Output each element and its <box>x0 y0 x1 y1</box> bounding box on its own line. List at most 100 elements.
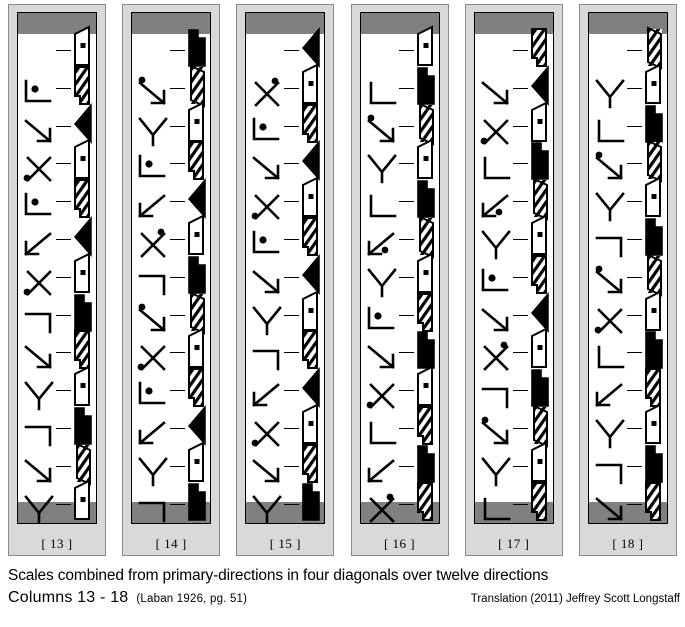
staff-row[interactable] <box>361 323 439 383</box>
staff-row[interactable] <box>475 361 553 421</box>
staff-row[interactable] <box>246 323 324 383</box>
notation-symbol-white-dot-icon <box>72 137 94 183</box>
staff-row[interactable] <box>475 399 553 459</box>
staff-row[interactable] <box>361 21 439 81</box>
column-label-15: [ 15 ] <box>269 536 301 551</box>
staff-row[interactable] <box>132 172 210 232</box>
staff-row[interactable] <box>361 286 439 346</box>
staff-row[interactable] <box>246 399 324 459</box>
staff-row[interactable] <box>475 323 553 383</box>
staff-row[interactable] <box>132 323 210 383</box>
staff-row[interactable] <box>132 134 210 194</box>
staff-row[interactable] <box>132 475 210 523</box>
notation-symbol-hatch-tri-icon <box>415 213 437 259</box>
staff-tick-line <box>512 465 528 467</box>
column-staff-17 <box>473 12 554 524</box>
staff-row[interactable] <box>132 437 210 497</box>
staff-row[interactable] <box>18 248 96 308</box>
staff-row[interactable] <box>589 399 667 459</box>
staff-row[interactable] <box>18 172 96 232</box>
notation-symbol-hatch-tri-icon <box>643 24 665 70</box>
staff-row[interactable] <box>361 361 439 421</box>
staff-row[interactable] <box>18 437 96 497</box>
staff-row[interactable] <box>589 172 667 232</box>
staff-row[interactable] <box>132 97 210 157</box>
column-card-14[interactable]: [ 14 ] <box>122 4 221 556</box>
staff-row[interactable] <box>132 59 210 119</box>
staff-row[interactable] <box>246 59 324 119</box>
staff-tick-line <box>398 50 414 51</box>
staff-row[interactable] <box>589 210 667 270</box>
staff-row[interactable] <box>475 134 553 194</box>
staff-row[interactable] <box>475 97 553 157</box>
staff-row[interactable] <box>246 21 324 81</box>
staff-row[interactable] <box>475 286 553 346</box>
staff-row[interactable] <box>132 248 210 308</box>
caption-title: Scales combined from primary-directions … <box>8 567 549 584</box>
staff-tick-line <box>512 503 528 505</box>
staff-row[interactable] <box>589 59 667 119</box>
staff-row[interactable] <box>361 134 439 194</box>
staff-row[interactable] <box>246 286 324 346</box>
staff-row[interactable] <box>589 286 667 346</box>
staff-row[interactable] <box>361 59 439 119</box>
column-card-16[interactable]: [ 16 ] <box>350 4 449 556</box>
notation-symbol-white-dot-icon <box>72 24 94 70</box>
staff-row[interactable] <box>361 210 439 270</box>
staff-row[interactable] <box>18 475 96 523</box>
staff-rows <box>589 13 667 523</box>
staff-row[interactable] <box>246 437 324 497</box>
staff-row[interactable] <box>589 97 667 157</box>
staff-row[interactable] <box>589 361 667 421</box>
figure-caption: Scales combined from primary-directions … <box>8 566 680 610</box>
staff-row[interactable] <box>132 21 210 81</box>
staff-row[interactable] <box>475 59 553 119</box>
staff-row[interactable] <box>361 248 439 308</box>
staff-row[interactable] <box>246 172 324 232</box>
column-card-13[interactable]: [ 13 ] <box>8 4 106 556</box>
staff-row[interactable] <box>589 475 667 523</box>
staff-tick-line <box>284 314 300 316</box>
staff-row[interactable] <box>361 475 439 523</box>
staff-tick-line <box>284 239 300 240</box>
staff-row[interactable] <box>361 172 439 232</box>
staff-row[interactable] <box>132 399 210 459</box>
staff-row[interactable] <box>18 323 96 383</box>
staff-row[interactable] <box>18 59 96 119</box>
staff-row[interactable] <box>475 475 553 523</box>
staff-row[interactable] <box>589 134 667 194</box>
staff-row[interactable] <box>246 361 324 421</box>
staff-row[interactable] <box>475 248 553 308</box>
staff-row[interactable] <box>246 475 324 523</box>
notation-symbol-white-dot-icon <box>643 402 665 448</box>
staff-row[interactable] <box>132 286 210 346</box>
staff-row[interactable] <box>132 361 210 421</box>
staff-row[interactable] <box>18 210 96 270</box>
staff-row[interactable] <box>361 399 439 459</box>
staff-row[interactable] <box>18 97 96 157</box>
staff-tick-line <box>512 314 528 316</box>
staff-row[interactable] <box>246 97 324 157</box>
staff-rows <box>361 13 439 523</box>
staff-tick-line <box>398 503 414 505</box>
column-card-15[interactable]: [ 15 ] <box>236 4 335 556</box>
staff-row[interactable] <box>18 21 96 81</box>
column-card-17[interactable]: [ 17 ] <box>464 4 563 556</box>
staff-row[interactable] <box>132 210 210 270</box>
staff-row[interactable] <box>475 437 553 497</box>
staff-row[interactable] <box>589 248 667 308</box>
column-card-18[interactable]: [ 18 ] <box>578 4 677 556</box>
staff-row[interactable] <box>18 399 96 459</box>
staff-row[interactable] <box>18 134 96 194</box>
staff-row[interactable] <box>246 134 324 194</box>
staff-row[interactable] <box>475 21 553 81</box>
staff-row[interactable] <box>246 210 324 270</box>
staff-tick-line <box>284 352 300 354</box>
staff-row[interactable] <box>589 21 667 81</box>
staff-row[interactable] <box>361 437 439 497</box>
staff-row[interactable] <box>475 210 553 270</box>
direction-glyph-wye2-icon <box>20 489 58 523</box>
staff-row[interactable] <box>246 248 324 308</box>
direction-glyph-cross-dot-l-icon <box>134 337 172 375</box>
staff-row[interactable] <box>18 361 96 421</box>
